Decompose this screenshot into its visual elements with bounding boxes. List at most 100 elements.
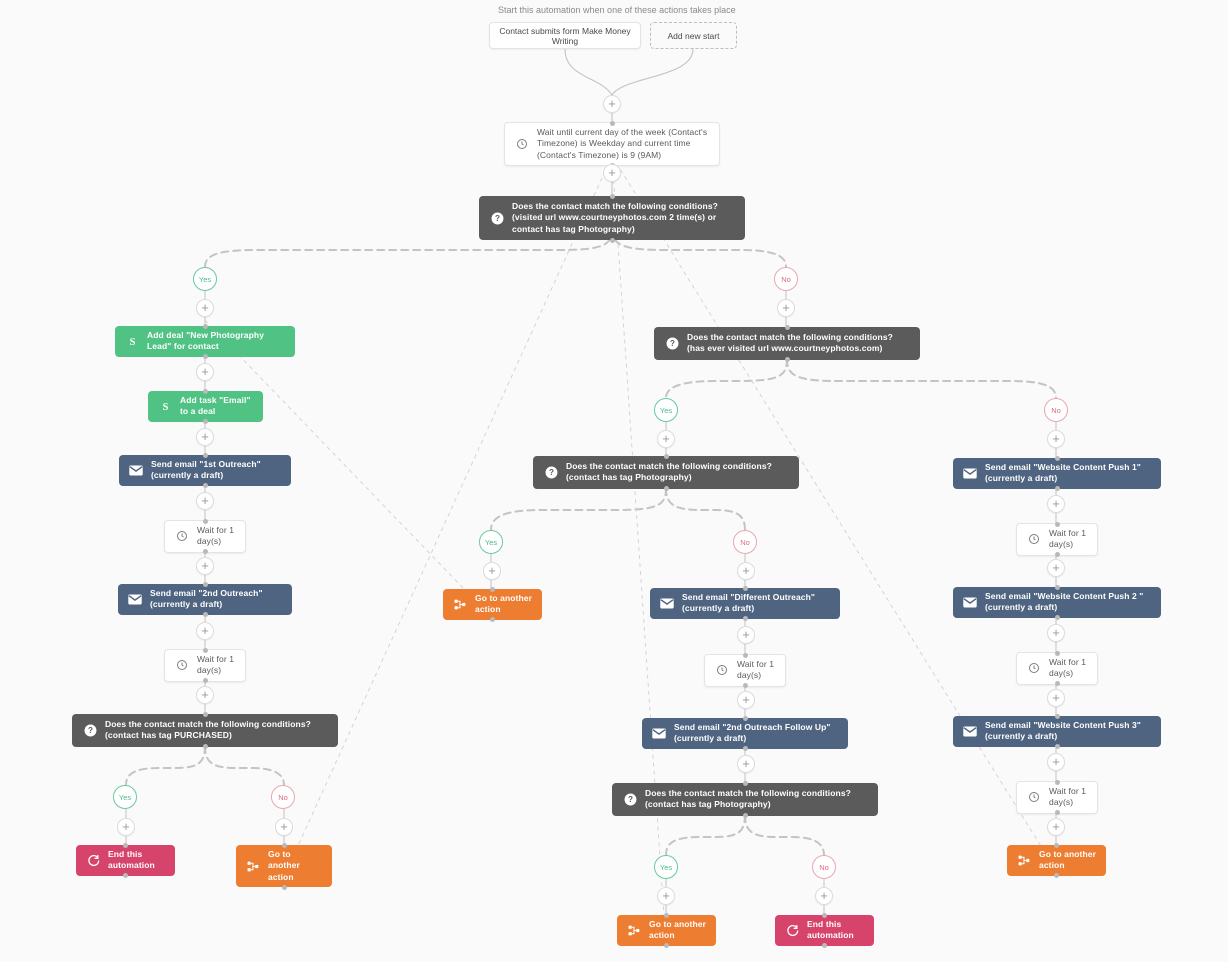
add-step-button-plus-email1-wait[interactable]: + bbox=[196, 492, 214, 510]
node-goto-left[interactable]: Go to another action bbox=[236, 842, 332, 890]
start-node-contact-submits-form[interactable]: Contact submits form Make Money Writing bbox=[489, 22, 641, 49]
add-step-button-plus-photo1-yes[interactable]: + bbox=[483, 562, 501, 580]
connector-nub-top bbox=[123, 842, 128, 848]
add-step-button-plus-wait-wcp3[interactable]: + bbox=[1047, 689, 1065, 707]
add-step-button-plus-visited-yes[interactable]: + bbox=[657, 430, 675, 448]
branch-pill-branch-photo2-yes[interactable]: Yes bbox=[654, 855, 678, 879]
node-email-diff[interactable]: Send email "Different Outreach" (current… bbox=[650, 585, 840, 622]
connector-nub-bottom bbox=[1054, 486, 1060, 492]
node-email-wcp-1[interactable]: Send email "Website Content Push 1" (cur… bbox=[953, 455, 1161, 492]
add-step-button-plus-wait-wcp2[interactable]: + bbox=[1047, 559, 1065, 577]
add-step-button-plus-fu-cond[interactable]: + bbox=[737, 755, 755, 773]
connector-nub-bottom bbox=[203, 419, 208, 425]
add-step-button-plus-root-yes[interactable]: + bbox=[196, 299, 214, 317]
node-email-2nd-fu[interactable]: Send email "2nd Outreach Follow Up" (cur… bbox=[642, 715, 848, 752]
connector-nub-bottom bbox=[202, 483, 208, 489]
add-step-button-plus-root-no[interactable]: + bbox=[777, 299, 795, 317]
add-step-button-plus-wait-fu[interactable]: + bbox=[737, 691, 755, 709]
question-icon: ? bbox=[664, 335, 680, 351]
add-step-button-plus-photo1-no[interactable]: + bbox=[737, 562, 755, 580]
connector-nub-bottom bbox=[1054, 744, 1060, 750]
connector-nub-bottom bbox=[1054, 810, 1060, 816]
connector-nub-bottom bbox=[742, 746, 748, 752]
add-step-button-plus-wcp2-wait[interactable]: + bbox=[1047, 624, 1065, 642]
node-wait-mid-1[interactable]: Wait for 1 day(s) bbox=[704, 652, 786, 689]
add-step-button-plus-wait-email2[interactable]: + bbox=[196, 557, 214, 575]
node-label: Go to another action bbox=[1039, 849, 1097, 871]
node-goto-mid-left[interactable]: Go to another action bbox=[443, 586, 542, 623]
add-new-start-button[interactable]: Add new start bbox=[650, 22, 737, 49]
connector-nub-top bbox=[1054, 713, 1060, 719]
add-step-button-plus-wait-goto[interactable]: + bbox=[1047, 818, 1065, 836]
connector-nub-top bbox=[490, 586, 495, 592]
add-step-button-plus-deal-task[interactable]: + bbox=[196, 363, 214, 381]
connector-nub-top bbox=[1054, 650, 1060, 656]
node-wait-left-1[interactable]: Wait for 1 day(s) bbox=[164, 518, 246, 555]
node-cond-photo-2[interactable]: ?Does the contact match the following co… bbox=[612, 780, 878, 819]
connector-nub-top bbox=[742, 780, 748, 786]
node-goto-right[interactable]: Go to another action bbox=[1007, 842, 1106, 879]
branch-icon bbox=[245, 858, 261, 874]
branch-pill-branch-purchased-no[interactable]: No bbox=[271, 785, 295, 809]
node-label: Wait for 1 day(s) bbox=[197, 654, 235, 676]
node-email-2nd[interactable]: Send email "2nd Outreach" (currently a d… bbox=[118, 581, 292, 618]
node-email-wcp-2[interactable]: Send email "Website Content Push 2 " (cu… bbox=[953, 584, 1161, 621]
connector-nub-bottom bbox=[609, 237, 615, 243]
node-cond-photo-1[interactable]: ?Does the contact match the following co… bbox=[533, 453, 799, 492]
connector-nub-top bbox=[202, 711, 208, 717]
node-label: Wait until current day of the week (Cont… bbox=[537, 127, 708, 160]
node-end-mid-bot[interactable]: End this automation bbox=[775, 912, 874, 949]
node-cond-purchased[interactable]: ?Does the contact match the following co… bbox=[72, 711, 338, 750]
branch-pill-branch-visited-yes[interactable]: Yes bbox=[654, 398, 678, 422]
add-step-button-plus-email2-wait[interactable]: + bbox=[196, 622, 214, 640]
connector-nub-top bbox=[742, 652, 748, 658]
add-step-button-plus-photo2-no[interactable]: + bbox=[815, 887, 833, 905]
node-cond-root[interactable]: ?Does the contact match the following co… bbox=[479, 193, 745, 243]
node-label: Go to another action bbox=[475, 593, 533, 615]
node-label: Send email "1st Outreach" (currently a d… bbox=[151, 459, 261, 481]
add-step-button-plus-visited-no[interactable]: + bbox=[1047, 430, 1065, 448]
envelope-icon bbox=[128, 462, 144, 478]
node-email-wcp-3[interactable]: Send email "Website Content Push 3" (cur… bbox=[953, 713, 1161, 750]
node-email-1st[interactable]: Send email "1st Outreach" (currently a d… bbox=[119, 452, 291, 489]
branch-icon bbox=[1016, 852, 1032, 868]
branch-pill-branch-photo1-yes[interactable]: Yes bbox=[479, 530, 503, 554]
node-goto-mid-bot[interactable]: Go to another action bbox=[617, 912, 716, 949]
branch-pill-branch-photo1-no[interactable]: No bbox=[733, 530, 757, 554]
node-label: Send email "Different Outreach" (current… bbox=[682, 592, 816, 614]
branch-pill-branch-purchased-yes[interactable]: Yes bbox=[113, 785, 137, 809]
connector-nub-top bbox=[203, 388, 208, 394]
question-icon: ? bbox=[489, 210, 505, 226]
add-step-button-plus-task-email1[interactable]: + bbox=[196, 428, 214, 446]
add-step-button-plus-after-wait-wd[interactable]: + bbox=[603, 164, 621, 182]
node-wait-weekday[interactable]: Wait until current day of the week (Cont… bbox=[504, 120, 720, 168]
node-wait-left-2[interactable]: Wait for 1 day(s) bbox=[164, 647, 246, 684]
connector-nub-top bbox=[1054, 455, 1060, 461]
svg-text:?: ? bbox=[548, 468, 553, 477]
node-cond-visited[interactable]: ?Does the contact match the following co… bbox=[654, 324, 920, 363]
add-step-button-plus-purchased-no[interactable]: + bbox=[275, 818, 293, 836]
add-step-button-plus-wcp1-wait[interactable]: + bbox=[1047, 495, 1065, 513]
add-step-button-plus-after-start[interactable]: + bbox=[603, 95, 621, 113]
node-label: Send email "Website Content Push 2 " (cu… bbox=[985, 591, 1144, 613]
add-step-button-plus-wcp3-wait[interactable]: + bbox=[1047, 753, 1065, 771]
add-step-button-plus-photo2-yes[interactable]: + bbox=[657, 887, 675, 905]
add-step-button-plus-diff-wait[interactable]: + bbox=[737, 626, 755, 644]
node-end-left[interactable]: End this automation bbox=[76, 842, 175, 879]
clock-icon bbox=[1026, 789, 1042, 805]
branch-pill-branch-visited-no[interactable]: No bbox=[1044, 398, 1068, 422]
branch-pill-branch-root-no[interactable]: No bbox=[774, 267, 798, 291]
connector-nub-top bbox=[202, 452, 208, 458]
add-step-button-plus-wait-cond[interactable]: + bbox=[196, 686, 214, 704]
branch-pill-branch-photo2-no[interactable]: No bbox=[812, 855, 836, 879]
connector-nub-top bbox=[1054, 779, 1060, 785]
add-step-button-plus-purchased-yes[interactable]: + bbox=[117, 818, 135, 836]
branch-icon bbox=[626, 922, 642, 938]
node-wait-right-1[interactable]: Wait for 1 day(s) bbox=[1016, 521, 1098, 558]
branch-pill-branch-root-yes[interactable]: Yes bbox=[193, 267, 217, 291]
node-wait-right-2[interactable]: Wait for 1 day(s) bbox=[1016, 650, 1098, 687]
node-wait-right-3[interactable]: Wait for 1 day(s) bbox=[1016, 779, 1098, 816]
